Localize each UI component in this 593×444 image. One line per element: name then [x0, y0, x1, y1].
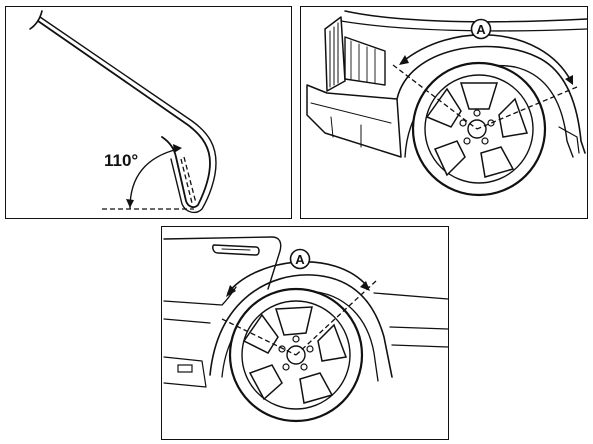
dimension-arrow-right [565, 75, 573, 85]
radial-line-left [392, 64, 478, 130]
front-wheel-drawing: A [306, 10, 588, 197]
angle-arc [129, 148, 179, 209]
angle-label: 110° [104, 151, 138, 170]
door-outline [163, 236, 282, 290]
tool-drawing: 110° [29, 10, 217, 214]
grille [324, 16, 346, 92]
lower-panel [163, 356, 207, 388]
rear-wheel-drawing: A [163, 236, 449, 423]
tool-shaft [37, 20, 211, 208]
dimension-label: A [476, 22, 486, 37]
tool-handle-hook [29, 10, 43, 30]
hood-edge [344, 10, 588, 23]
radial-line-right [295, 280, 377, 356]
body-line-left [163, 286, 237, 306]
radial-line-left [221, 318, 297, 356]
angle-arrowhead-top [173, 144, 182, 153]
angle-arrowhead-bottom [126, 199, 134, 208]
sill-line-left [163, 318, 211, 324]
rear-wheel-panel: A [161, 226, 449, 440]
hood-crease [340, 20, 588, 32]
front-wheel-panel: A [300, 6, 588, 219]
rear-wheel [228, 287, 364, 423]
rocker-lines-right [389, 326, 449, 348]
front-bumper [306, 84, 402, 158]
front-wheel [411, 61, 547, 197]
dimension-arc [400, 34, 572, 82]
dimension-label-circle [470, 18, 492, 40]
wheel-arch-outer [396, 45, 586, 154]
dimension-label-circle [289, 248, 311, 270]
sill-edge [558, 126, 580, 154]
door-handle [212, 244, 260, 256]
body-line-right [373, 292, 449, 300]
bumper-details [310, 102, 392, 148]
headlight [344, 36, 386, 86]
dimension-arrow-right [360, 281, 370, 291]
side-marker [177, 364, 193, 373]
dimension-label: A [295, 252, 305, 267]
radial-line-right [476, 86, 578, 130]
tool-diagram-panel: 110° [5, 6, 292, 219]
dimension-arrow-left [226, 285, 236, 297]
tool-shaft-inner [39, 16, 217, 214]
dimension-arrow-left [399, 55, 409, 65]
